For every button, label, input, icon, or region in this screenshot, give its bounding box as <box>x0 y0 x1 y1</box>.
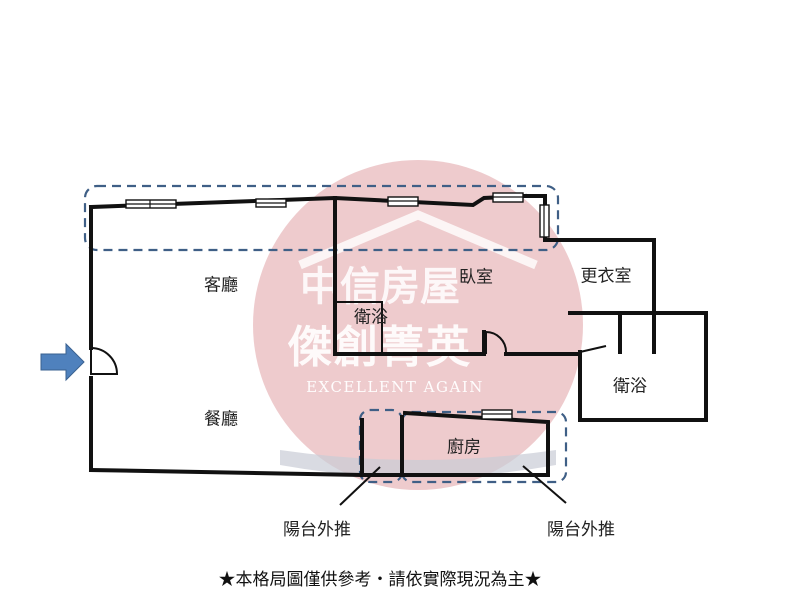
doors <box>90 330 507 375</box>
room-label-bathroom-inner: 衛浴 <box>354 308 388 328</box>
balcony-right-leader <box>522 465 567 504</box>
watermark-line3: EXCELLENT AGAIN <box>306 378 484 396</box>
balcony-left-leader <box>339 466 381 506</box>
balcony-left-label: 陽台外推 <box>283 520 351 540</box>
room-label-dining-room: 餐廳 <box>204 410 238 430</box>
entrance-arrow-icon <box>40 342 85 382</box>
watermark-line2: 傑創菁英 <box>287 322 472 373</box>
disclaimer-footer: ★本格局圖僅供參考‧請依實際現況為主★ <box>219 570 542 590</box>
room-label-bedroom: 臥室 <box>459 268 493 288</box>
watermark-roof-icon <box>298 210 538 270</box>
window <box>481 409 513 420</box>
window <box>125 199 177 209</box>
room-label-kitchen: 廚房 <box>447 437 481 458</box>
window <box>387 196 419 207</box>
room-label-bathroom-right: 衛浴 <box>613 377 647 397</box>
bathroom-door <box>485 330 507 354</box>
watermark: 中信房屋 傑創菁英 EXCELLENT AGAIN <box>253 160 583 490</box>
entrance-door <box>90 347 119 375</box>
window <box>539 204 550 238</box>
room-label-walk-in-closet: 更衣室 <box>581 267 632 287</box>
window <box>492 192 524 203</box>
window <box>255 198 287 208</box>
room-label-living-room: 客廳 <box>204 276 238 296</box>
balcony-right-label: 陽台外推 <box>547 520 615 540</box>
watermark-base-arc <box>280 450 556 478</box>
windows <box>125 192 550 420</box>
top-balcony-dashed-outline <box>83 184 560 252</box>
